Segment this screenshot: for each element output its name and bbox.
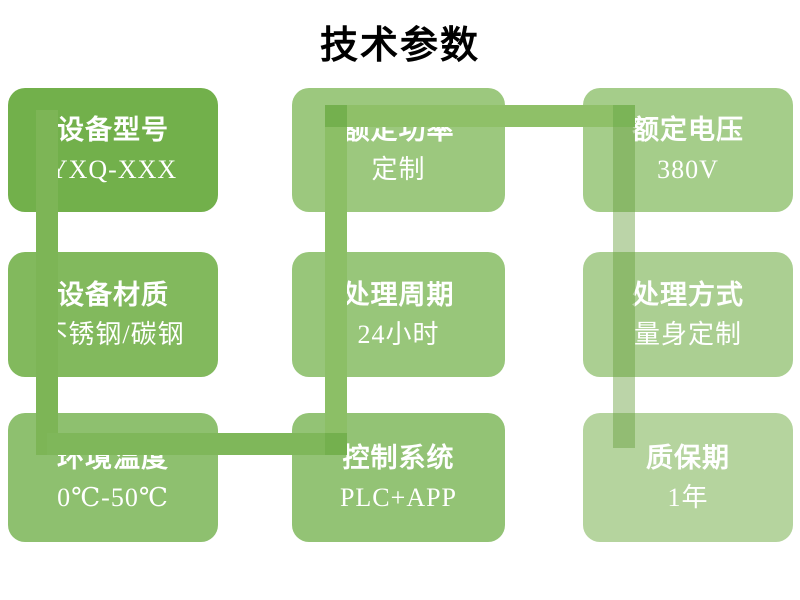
param-box-processing-cycle: 处理周期 24小时 — [292, 252, 505, 377]
param-value: PLC+APP — [339, 482, 458, 512]
param-title: 控制系统 — [342, 442, 455, 473]
param-title: 质保期 — [646, 442, 730, 473]
param-value: 不锈钢/碳钢 — [41, 319, 185, 349]
connector-vertical-col2 — [325, 108, 347, 455]
connector-vertical-col3 — [613, 105, 635, 448]
param-box-content: 设备型号 YXQ-XXX — [49, 110, 177, 190]
param-box-warranty-period: 质保期 1年 — [583, 413, 793, 542]
param-value: 380V — [657, 155, 719, 184]
param-value: YXQ-XXX — [48, 155, 178, 184]
connector-junction-right — [613, 105, 635, 127]
param-box-content: 质保期 1年 — [646, 438, 730, 518]
param-title: 额定电压 — [632, 115, 744, 145]
slide-title: 技术参数 — [319, 25, 480, 67]
param-box-content: 处理方式 量身定制 — [632, 275, 744, 355]
param-box-content: 控制系统 PLC+APP — [340, 438, 457, 518]
param-box-content: 处理周期 24小时 — [343, 275, 455, 355]
connector-horizontal-bottom — [47, 433, 347, 455]
param-value: 24小时 — [357, 319, 440, 349]
connector-horizontal-top — [325, 105, 635, 127]
param-box-content: 额定电压 380V — [632, 110, 744, 190]
param-title: 处理方式 — [632, 279, 744, 310]
param-title: 设备材质 — [56, 279, 169, 310]
param-box-processing-method: 处理方式 量身定制 — [583, 252, 793, 377]
param-title: 设备型号 — [56, 115, 169, 145]
connector-vertical-col1 — [36, 110, 58, 455]
connector-junction-bottom — [325, 433, 347, 455]
connector-junction-top — [325, 105, 347, 127]
param-value: 0℃-50℃ — [57, 482, 169, 512]
param-value: 量身定制 — [633, 319, 742, 349]
param-value: 定制 — [371, 155, 426, 184]
param-title: 处理周期 — [342, 279, 455, 310]
param-box-content: 设备材质 不锈钢/碳钢 — [41, 275, 184, 355]
param-value: 1年 — [667, 482, 709, 512]
